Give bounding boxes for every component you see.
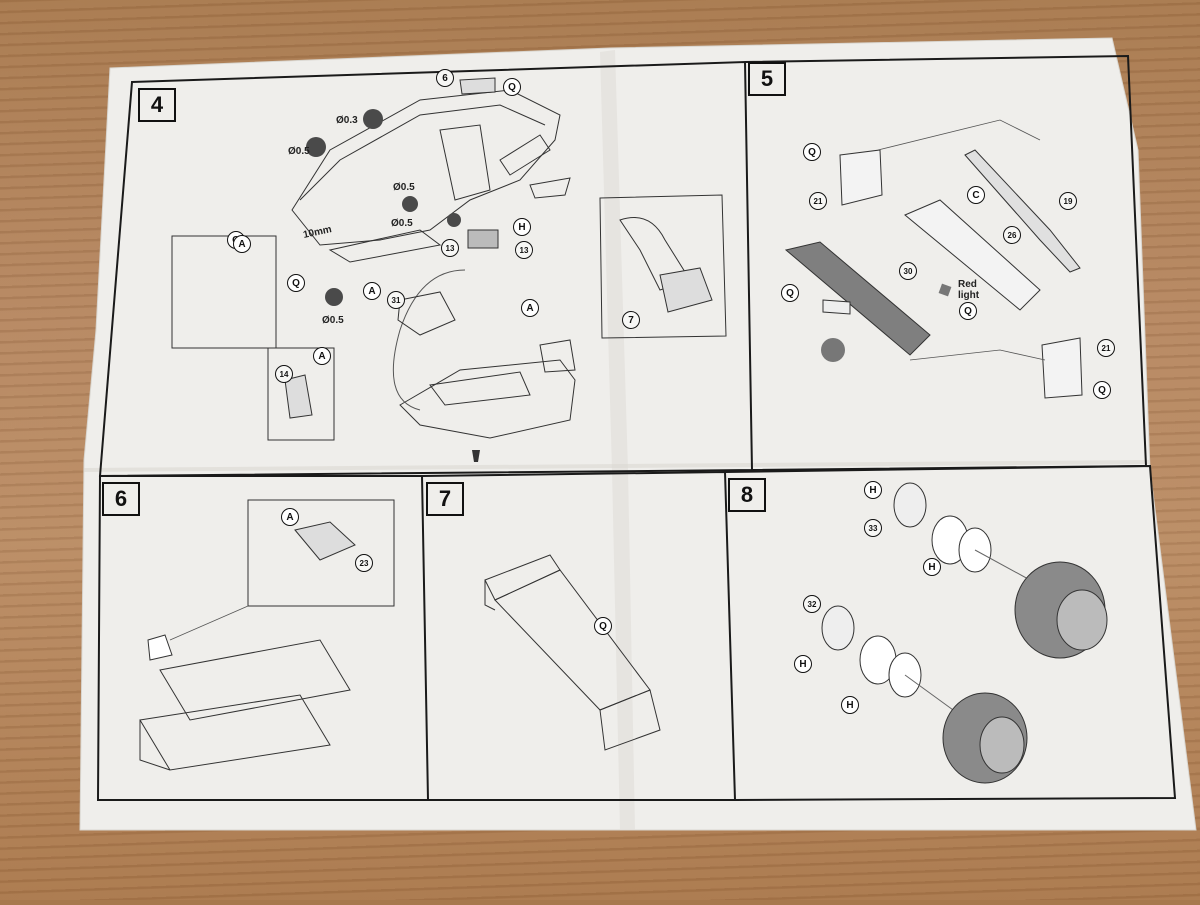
dim-label: Ø0.3 (336, 115, 358, 126)
step5-callout: 30 (899, 262, 917, 280)
step4-chassis-drawing (291, 77, 571, 263)
step4-callout: 14 (275, 365, 293, 383)
step8-callout: H (794, 655, 812, 673)
step6-floor-drawing (139, 634, 351, 771)
step5-callout: C (967, 186, 985, 204)
panel-grid (96, 54, 1177, 801)
step4-callout: 31 (387, 291, 405, 309)
paper-sheet (79, 37, 1197, 831)
dim-label: Ø0.5 (322, 315, 344, 326)
bracket-drawing (659, 267, 713, 313)
step4-callout: A (363, 282, 381, 300)
step6-callout: 23 (355, 554, 373, 572)
step4-callout: A (521, 299, 539, 317)
step5-callout: Q (781, 284, 799, 302)
step-number-6: 6 (102, 482, 140, 516)
step4-callout: Q (503, 78, 521, 96)
step4-inset-pedals (267, 347, 335, 441)
paper-fold-shadow (600, 50, 635, 830)
step-number-8: 8 (728, 478, 766, 512)
step4-callout: H (513, 218, 531, 236)
step5-callout: 21 (809, 192, 827, 210)
step8-callout: 32 (803, 595, 821, 613)
step5-callout: Q (803, 143, 821, 161)
step6-callout: A (281, 508, 299, 526)
panel-7-border (421, 470, 737, 801)
step8-callout: 33 (864, 519, 882, 537)
panel-8-border (724, 464, 1177, 801)
step5-callout: Q (1093, 381, 1111, 399)
paper-horizontal-fold (83, 460, 1151, 472)
step6-inset (247, 499, 395, 607)
step7-rear-wing-drawing (484, 554, 661, 751)
step4-callout: A (313, 347, 331, 365)
step8-callout: H (864, 481, 882, 499)
step5-guide-line (877, 119, 1041, 151)
red-light-label: light (958, 290, 980, 301)
step4-grille-part (467, 229, 499, 249)
red-light-part (938, 283, 952, 297)
step5-guide-line-lower (909, 349, 1046, 361)
step5-callout: Q (959, 302, 977, 320)
step4-seat-part (397, 291, 456, 336)
step4-callout: A (233, 235, 251, 253)
step4-callout: Q (287, 274, 305, 292)
dim-label: Ø0.5 (393, 182, 415, 193)
step8-wheel-bottom (821, 605, 1028, 784)
step7-callout: Q (594, 617, 612, 635)
step4-floor-drawing (399, 339, 576, 439)
step4-drill-marks (306, 109, 461, 306)
step5-wing-drawing (784, 149, 1083, 399)
step6-guide-line (169, 605, 249, 641)
dim-label: Ø0.5 (288, 146, 310, 157)
screw-icon (472, 450, 480, 462)
step8-callout: H (923, 558, 941, 576)
step5-callout: 21 (1097, 339, 1115, 357)
step4-cable-line (392, 269, 466, 411)
step8-callout: H (841, 696, 859, 714)
step-number-7: 7 (426, 482, 464, 516)
step6-inset-part (294, 521, 356, 561)
step5-callout: 19 (1059, 192, 1077, 210)
step5-callout: 26 (1003, 226, 1021, 244)
dim-label: Ø0.5 (391, 218, 413, 229)
pedal-part (284, 374, 313, 419)
step4-callout: 6 (436, 69, 454, 87)
step5-color-swatch (821, 338, 845, 362)
step4-callout: 13 (515, 241, 533, 259)
step-number-5: 5 (748, 62, 786, 96)
step-number-4: 4 (138, 88, 176, 122)
step4-callout: 7 (622, 311, 640, 329)
step4-inset-right (599, 194, 727, 339)
step4-inset-left (171, 235, 277, 349)
step8-wheel-top (893, 482, 1108, 659)
step4-callout: 13 (441, 239, 459, 257)
red-light-label: Red (958, 279, 977, 290)
